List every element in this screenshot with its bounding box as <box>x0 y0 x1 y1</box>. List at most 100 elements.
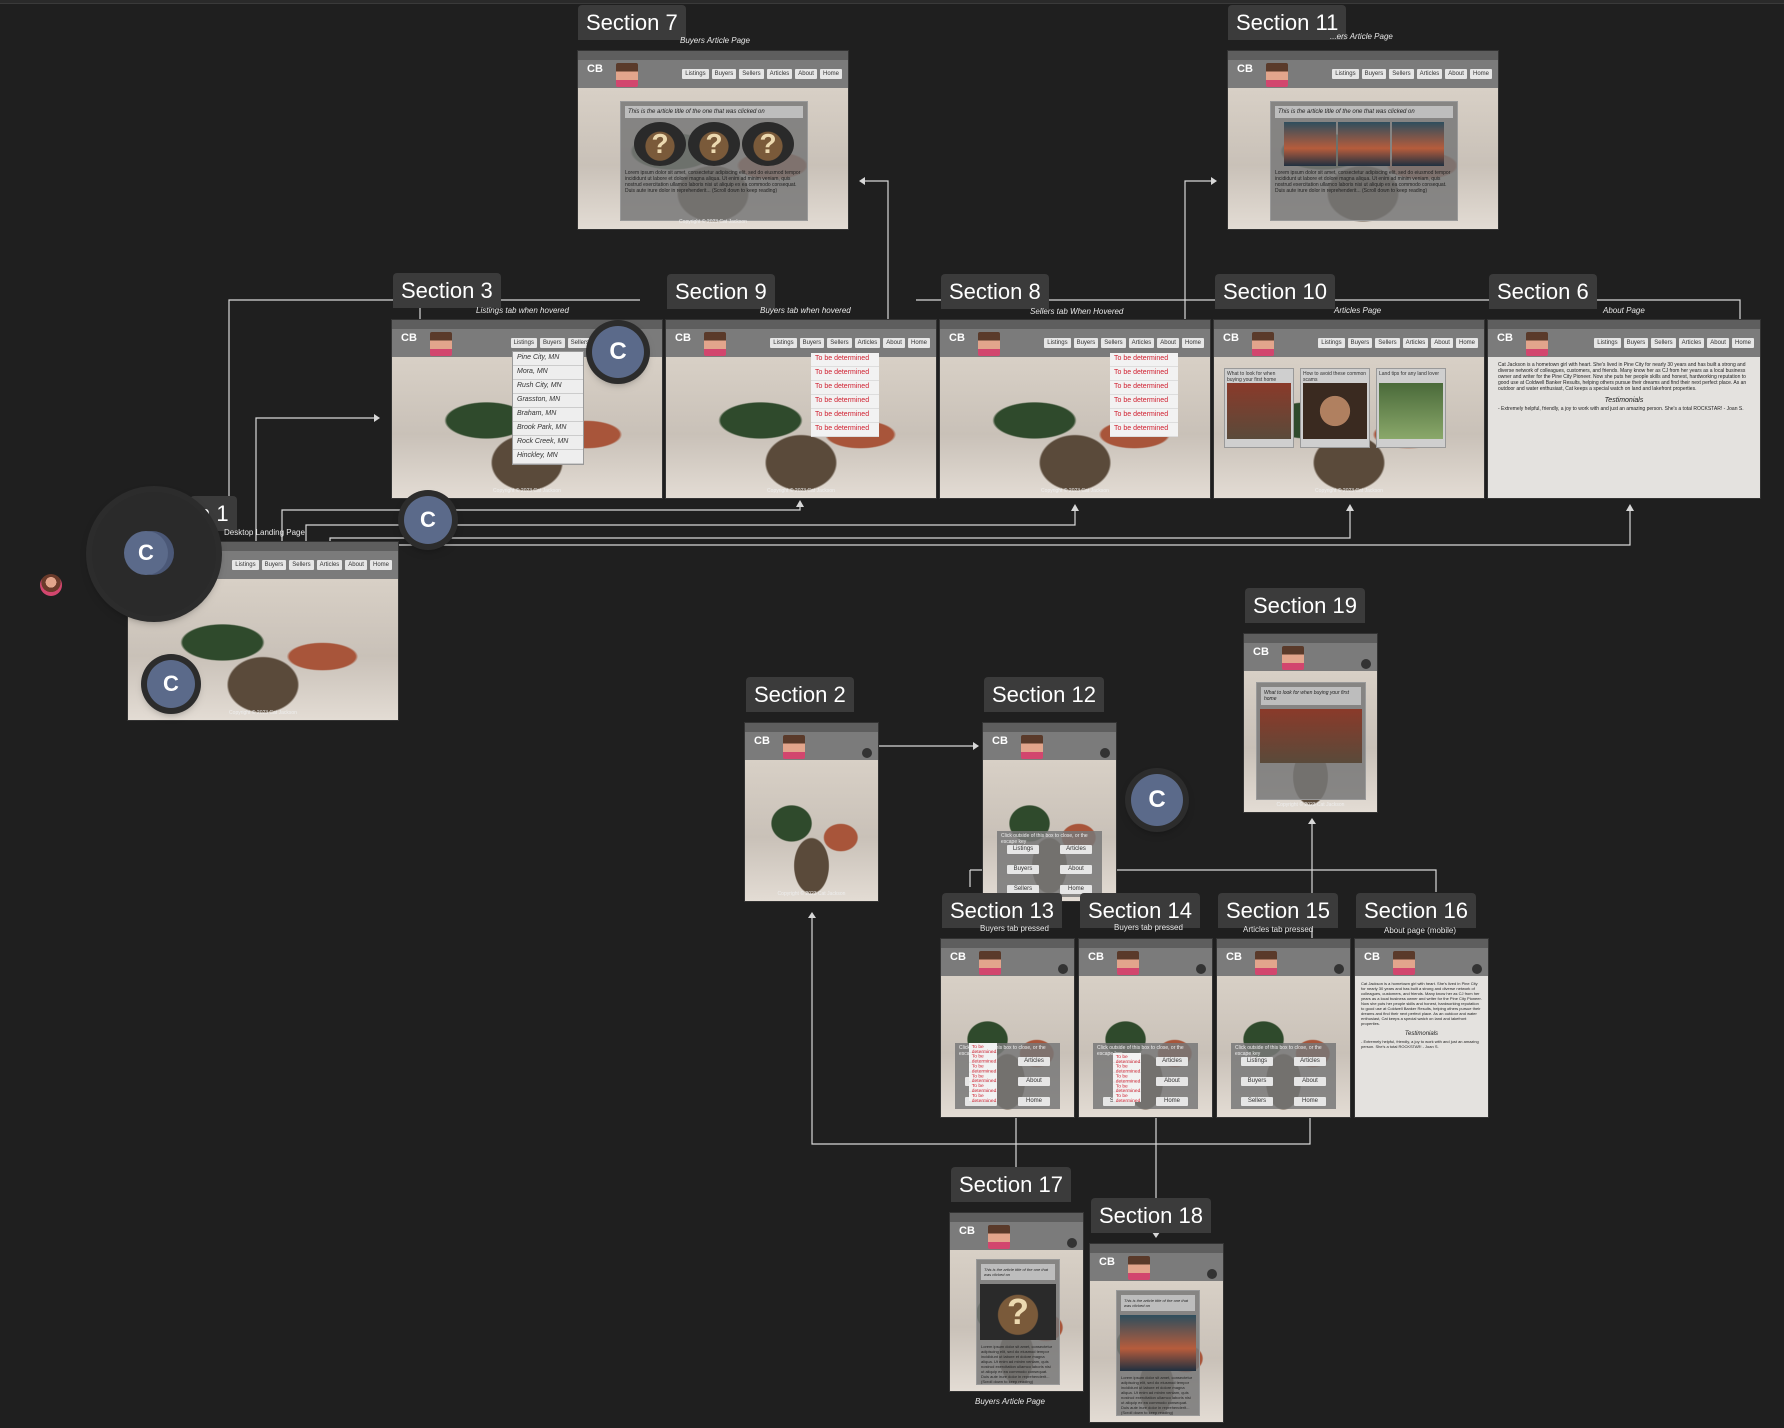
section-13-label[interactable]: Section 13 <box>942 893 1062 928</box>
nav-buyers[interactable]: Buyers <box>1623 338 1649 348</box>
tbd-item[interactable]: To be determined <box>969 1043 997 1054</box>
tbd-item[interactable]: To be determined <box>1113 1063 1141 1074</box>
listing-item[interactable]: Rock Creek, MN <box>513 436 583 450</box>
menu-sellers-button[interactable]: Sellers <box>1007 885 1039 894</box>
section-17-label[interactable]: Section 17 <box>951 1167 1071 1202</box>
section-12-label[interactable]: Section 12 <box>984 677 1104 712</box>
tbd-item[interactable]: To be determined <box>811 367 879 381</box>
tbd-item[interactable]: To be determined <box>811 423 879 437</box>
tbd-item[interactable]: To be determined <box>1110 353 1178 367</box>
menu-buyers-button[interactable]: Buyers <box>1007 865 1039 874</box>
menu-icon[interactable] <box>862 748 872 758</box>
menu-home-button[interactable]: Home <box>1294 1097 1326 1106</box>
section-10-label[interactable]: Section 10 <box>1215 274 1335 309</box>
menu-icon[interactable] <box>1196 964 1206 974</box>
section-19-label[interactable]: Section 19 <box>1245 588 1365 623</box>
section-18-frame[interactable]: CB This is the article title of the one … <box>1090 1244 1223 1422</box>
nav-articles[interactable]: Articles <box>1678 338 1705 348</box>
tbd-item[interactable]: To be determined <box>1110 409 1178 423</box>
collaborator-avatar[interactable]: C <box>592 326 644 378</box>
section-6-frame[interactable]: CB Listings Buyers Sellers Articles Abou… <box>1488 320 1760 498</box>
tbd-item[interactable]: To be determined <box>811 381 879 395</box>
nav-about[interactable]: About <box>1157 338 1179 348</box>
nav-home[interactable]: Home <box>1455 338 1478 348</box>
tbd-item[interactable]: To be determined <box>811 409 879 423</box>
section-3-label[interactable]: Section 3 <box>393 273 501 308</box>
listing-item[interactable]: Rush City, MN <box>513 380 583 394</box>
section-19-frame[interactable]: CB What to look for when buying your fir… <box>1244 634 1377 812</box>
nav-about[interactable]: About <box>1707 338 1729 348</box>
section-14-label[interactable]: Section 14 <box>1080 893 1200 928</box>
nav-buyers[interactable]: Buyers <box>261 560 287 570</box>
section-13-frame[interactable]: CB Click outside of this box to close, o… <box>941 939 1074 1117</box>
section-12-frame[interactable]: CB Click outside of this box to close, o… <box>983 723 1116 901</box>
collaborator-avatar[interactable]: C <box>147 660 195 708</box>
menu-sellers-button[interactable]: Sellers <box>1241 1097 1273 1106</box>
tbd-item[interactable]: To be determined <box>1113 1053 1141 1064</box>
section-7-frame[interactable]: CB Listings Buyers Sellers Articles Abou… <box>578 51 848 229</box>
tbd-item[interactable]: To be determined <box>969 1063 997 1074</box>
menu-about-button[interactable]: About <box>1060 865 1092 874</box>
menu-icon[interactable] <box>1058 964 1068 974</box>
nav-listings[interactable]: Listings <box>1044 338 1071 348</box>
nav-about[interactable]: About <box>795 69 817 79</box>
nav-buyers[interactable]: Buyers <box>711 69 737 79</box>
tbd-item[interactable]: To be determined <box>1110 381 1178 395</box>
nav-sellers[interactable]: Sellers <box>1101 338 1126 348</box>
menu-buyers-button[interactable]: Buyers <box>1241 1077 1273 1086</box>
nav-home[interactable]: Home <box>1469 69 1492 79</box>
collaborator-avatar[interactable]: C <box>124 531 168 575</box>
section-11-label[interactable]: Section 11 <box>1228 5 1347 40</box>
nav-sellers[interactable]: Sellers <box>1375 338 1400 348</box>
menu-about-button[interactable]: About <box>1156 1077 1188 1086</box>
tbd-item[interactable]: To be determined <box>1110 395 1178 409</box>
nav-listings[interactable]: Listings <box>682 69 709 79</box>
nav-buyers[interactable]: Buyers <box>799 338 825 348</box>
nav-about[interactable]: About <box>1445 69 1467 79</box>
nav-listings[interactable]: Listings <box>1332 69 1359 79</box>
menu-home-button[interactable]: Home <box>1018 1097 1050 1106</box>
menu-articles-button[interactable]: Articles <box>1294 1057 1326 1066</box>
nav-articles[interactable]: Articles <box>854 338 881 348</box>
nav-listings[interactable]: Listings <box>1594 338 1621 348</box>
nav-listings[interactable]: Listings <box>1318 338 1345 348</box>
section-14-frame[interactable]: CB Click outside of this box to close, o… <box>1079 939 1212 1117</box>
section-2-label[interactable]: Section 2 <box>746 677 854 712</box>
section-2-frame[interactable]: CB Copyright © 2023 Cat Jackson <box>745 723 878 901</box>
menu-icon[interactable] <box>1067 1238 1077 1248</box>
menu-articles-button[interactable]: Articles <box>1018 1057 1050 1066</box>
menu-home-button[interactable]: Home <box>1156 1097 1188 1106</box>
nav-buyers[interactable]: Buyers <box>1347 338 1373 348</box>
listing-item[interactable]: Hinckley, MN <box>513 450 583 464</box>
section-6-label[interactable]: Section 6 <box>1489 274 1597 309</box>
nav-buyers[interactable]: Buyers <box>1361 69 1387 79</box>
nav-home[interactable]: Home <box>907 338 930 348</box>
nav-home[interactable]: Home <box>1731 338 1754 348</box>
menu-listings-button[interactable]: Listings <box>1007 845 1039 854</box>
listing-item[interactable]: Braham, MN <box>513 408 583 422</box>
section-9-label[interactable]: Section 9 <box>667 274 775 309</box>
article-card[interactable]: How to avoid these common scams <box>1300 368 1370 448</box>
tbd-item[interactable]: To be determined <box>1113 1073 1141 1084</box>
listing-item[interactable]: Pine City, MN <box>513 352 583 366</box>
tbd-item[interactable]: To be determined <box>1110 423 1178 437</box>
nav-listings[interactable]: Listings <box>770 338 797 348</box>
nav-sellers[interactable]: Sellers <box>1389 69 1414 79</box>
tbd-item[interactable]: To be determined <box>1113 1082 1141 1094</box>
section-16-label[interactable]: Section 16 <box>1356 893 1476 928</box>
menu-icon[interactable] <box>1100 748 1110 758</box>
menu-icon[interactable] <box>1207 1269 1217 1279</box>
tbd-item[interactable]: To be determined <box>811 353 879 367</box>
article-card[interactable]: Land tips for any land lover <box>1376 368 1446 448</box>
section-11-frame[interactable]: CB Listings Buyers Sellers Articles Abou… <box>1228 51 1498 229</box>
menu-home-button[interactable]: Home <box>1060 885 1092 894</box>
nav-home[interactable]: Home <box>1181 338 1204 348</box>
tbd-item[interactable]: To be determined <box>1113 1092 1141 1103</box>
section-17-frame[interactable]: CB This is the article title of the one … <box>950 1213 1083 1391</box>
section-8-label[interactable]: Section 8 <box>941 274 1049 309</box>
tbd-item[interactable]: To be determined <box>969 1092 997 1103</box>
collaborator-avatar[interactable]: C <box>404 496 452 544</box>
nav-home[interactable]: Home <box>819 69 842 79</box>
nav-about[interactable]: About <box>345 560 367 570</box>
listing-item[interactable]: Brook Park, MN <box>513 422 583 436</box>
